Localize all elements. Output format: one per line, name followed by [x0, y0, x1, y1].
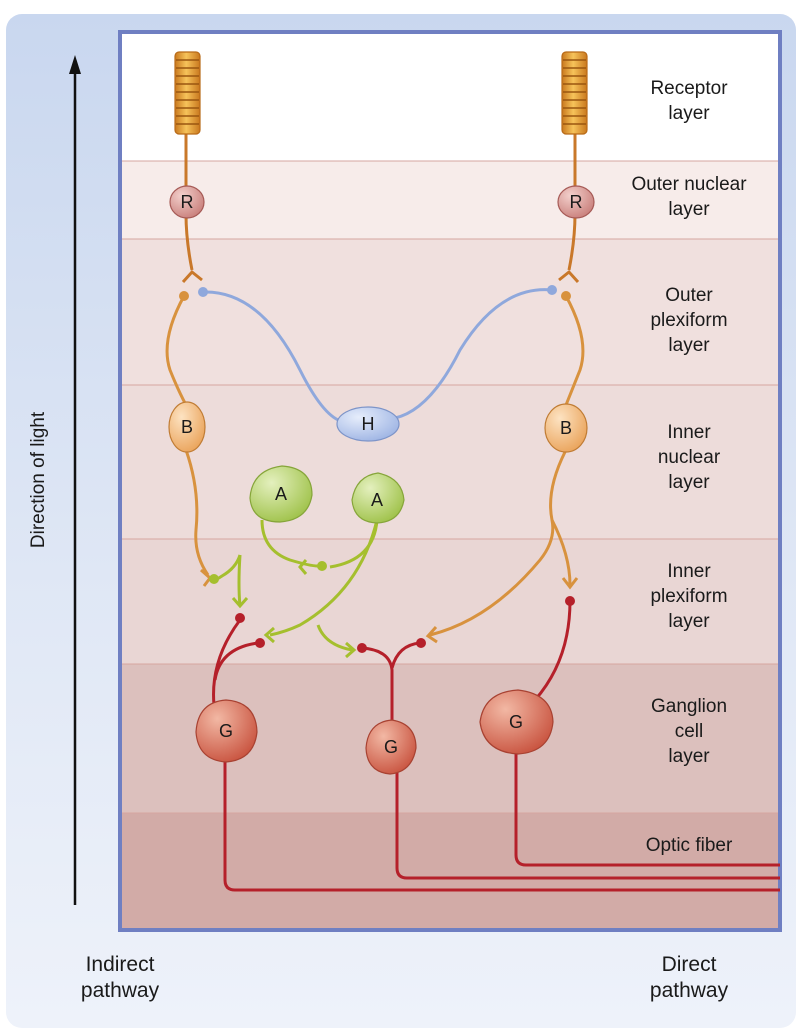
- label-inner-nuclear-layer: Inner nuclear layer: [657, 422, 721, 493]
- light-direction-arrow: [69, 55, 81, 905]
- amacrine-processes: [213, 519, 379, 652]
- receptor-synapses: [181, 269, 580, 284]
- horizontal-process: [202, 288, 553, 424]
- ganglion-cell-left-label: G: [219, 721, 233, 741]
- horizontal-terminal-left: [198, 287, 208, 297]
- amacrine-cell-right: A: [351, 472, 405, 524]
- ganglion-cell-middle: G: [365, 719, 417, 775]
- receptor-cell-right: R: [557, 185, 595, 219]
- label-receptor-layer: Receptor layer: [650, 78, 728, 124]
- label-inner-plexiform-layer: Inner plexiform layer: [650, 561, 728, 632]
- band-outer-plexiform: [120, 239, 780, 385]
- band-optic-fiber: [120, 813, 780, 930]
- horizontal-cell-label: H: [362, 414, 375, 434]
- indirect-pathway-label: Indirect pathway: [80, 953, 160, 1002]
- horizontal-terminal-right: [547, 285, 557, 295]
- amacrine-terminal-b: [317, 561, 327, 571]
- amacrine-synapses: [231, 559, 357, 659]
- band-outer-nuclear: [120, 161, 780, 239]
- direction-of-light-label: Direction of light: [28, 411, 49, 549]
- label-ganglion-cell-layer: Ganglion cell layer: [650, 696, 728, 767]
- band-receptor: [120, 32, 780, 161]
- bipolar-cell-left: B: [168, 401, 206, 453]
- amacrine-cell-right-label: A: [371, 490, 383, 510]
- optic-fibers: [223, 752, 780, 892]
- ganglion-terminals: [235, 596, 575, 653]
- receptor-outer-segment-right: [561, 51, 588, 135]
- amacrine-cell-left: A: [249, 465, 313, 523]
- horizontal-cell: H: [336, 406, 400, 442]
- band-inner-nuclear: [120, 385, 780, 539]
- label-outer-plexiform-layer: Outer plexiform layer: [650, 285, 728, 356]
- ganglion-cell-left: G: [195, 699, 258, 763]
- amacrine-terminal-a: [209, 574, 219, 584]
- ganglion-cell-right-label: G: [509, 712, 523, 732]
- ganglion-dendrites: [212, 600, 572, 722]
- receptor-cell-left: R: [169, 185, 205, 219]
- ganglion-cell-middle-label: G: [384, 737, 398, 757]
- amacrine-cell-left-label: A: [275, 484, 287, 504]
- label-optic-fiber: Optic fiber: [645, 835, 733, 856]
- bipolar-cell-right-label: B: [560, 418, 572, 438]
- bipolar-processes: [165, 295, 585, 637]
- diagram-frame: [118, 30, 782, 932]
- ganglion-cell-right: G: [479, 689, 554, 755]
- bipolar-cell-right: B: [544, 403, 588, 453]
- bipolar-cell-left-label: B: [181, 417, 193, 437]
- receptor-cell-left-label: R: [181, 192, 194, 212]
- bipolar-dendrite-left: [179, 291, 189, 301]
- band-inner-plexiform: [120, 539, 780, 664]
- label-outer-nuclear-layer: Outer nuclear layer: [631, 174, 747, 220]
- receptor-cell-right-label: R: [570, 192, 583, 212]
- bipolar-dendrite-right: [561, 291, 571, 301]
- layer-bands: [118, 30, 782, 932]
- receptor-outer-segment-left: [174, 51, 201, 135]
- direct-pathway-label: Direct pathway: [649, 953, 729, 1002]
